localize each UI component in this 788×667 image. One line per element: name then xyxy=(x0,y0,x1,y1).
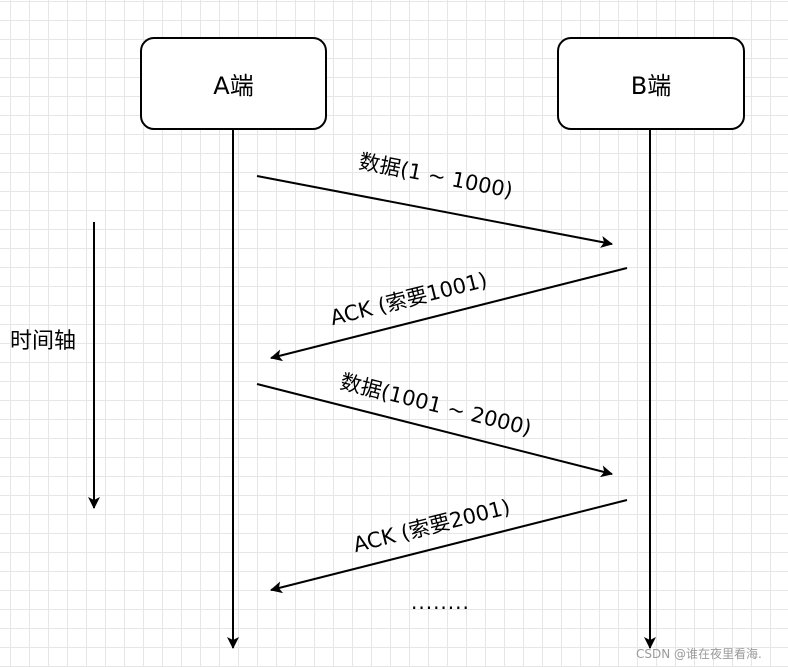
message-arrow-3 xyxy=(256,383,613,478)
message-arrow-4 xyxy=(270,499,628,594)
time-axis-label: 时间轴 xyxy=(10,329,77,354)
participant-b-box: B端 xyxy=(557,37,745,130)
participant-b-label: B端 xyxy=(630,72,672,100)
watermark-text: CSDN @谁在夜里看海. xyxy=(636,647,762,661)
participant-a-box: A端 xyxy=(140,37,327,130)
message-arrow-2 xyxy=(270,267,628,362)
continuation-ellipsis: ........ xyxy=(411,590,470,614)
message-arrow-1 xyxy=(256,175,613,248)
participant-a-label: A端 xyxy=(213,72,254,100)
